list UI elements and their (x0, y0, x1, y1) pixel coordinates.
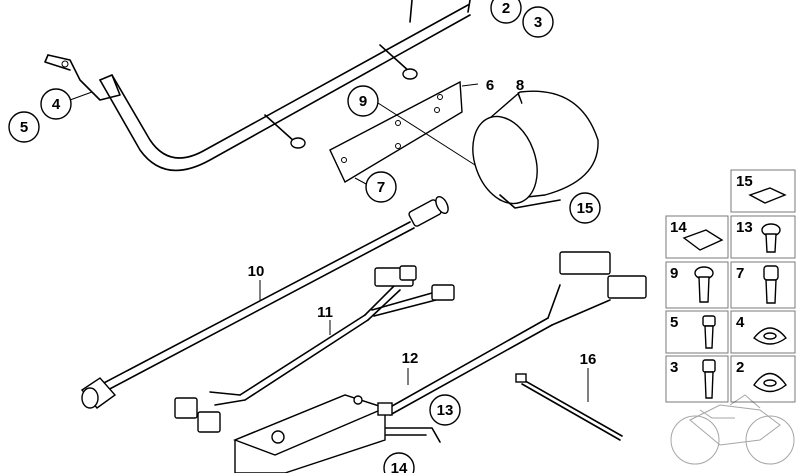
cable-harness-11 (174, 265, 455, 433)
svg-text:13: 13 (437, 402, 454, 419)
svg-text:13: 13 (736, 219, 753, 236)
callout-5: 5 (8, 111, 40, 143)
svg-text:11: 11 (317, 304, 333, 321)
long-cap-screw-head-icon (702, 359, 716, 373)
control-module-12 (233, 251, 647, 473)
svg-text:14: 14 (670, 219, 687, 236)
svg-text:7: 7 (736, 265, 744, 282)
long-cap-screw-shaft-icon (704, 371, 714, 399)
socket-bolt-shaft-icon (765, 279, 777, 304)
cap-screw-head-icon (702, 315, 716, 327)
callout-9: 9 (347, 85, 379, 117)
svg-text:5: 5 (20, 119, 28, 136)
callout-3: 3 (522, 6, 554, 38)
callout-6: 6 (486, 77, 494, 94)
clip-nut-icon (748, 187, 787, 204)
cap-screw-shaft-icon (704, 325, 714, 349)
svg-text:4: 4 (736, 314, 745, 331)
svg-text:8: 8 (516, 77, 524, 94)
spring-nut-icon (682, 229, 724, 251)
svg-text:7: 7 (377, 179, 385, 196)
lock-washer-hole-icon (763, 379, 777, 387)
legend-cell-13: 13 (730, 215, 796, 259)
legend-cell-9: 9 (665, 261, 729, 309)
leader-4 (69, 91, 93, 101)
svg-text:9: 9 (670, 265, 678, 282)
leader-8 (517, 93, 523, 105)
cable-10 (80, 196, 449, 409)
callout-2: 2 (490, 0, 522, 24)
callout-8: 8 (516, 77, 524, 94)
callout-13: 13 (429, 394, 461, 426)
legend-cell-15: 15 (730, 169, 796, 213)
svg-text:16: 16 (580, 351, 597, 368)
svg-text:10: 10 (248, 263, 265, 280)
callout-14: 14 (383, 452, 415, 473)
svg-text:12: 12 (402, 350, 419, 367)
leader-9 (377, 102, 476, 166)
svg-text:15: 15 (736, 173, 753, 190)
legend-cell-7: 7 (730, 261, 796, 309)
screw-shaft-icon (765, 233, 777, 253)
socket-bolt-head-icon (763, 265, 779, 281)
callout-11: 11 (317, 304, 333, 321)
svg-text:5: 5 (670, 314, 678, 331)
callout-4: 4 (40, 88, 72, 120)
legend-cell-4: 4 (730, 310, 796, 354)
callout-7: 7 (365, 171, 397, 203)
washer-hole-icon (763, 332, 777, 340)
cover-cup (472, 90, 599, 209)
svg-text:9: 9 (359, 93, 367, 110)
leader-6 (461, 83, 479, 87)
callout-15: 15 (569, 192, 601, 224)
hardware-legend: 15 14 13 9 7 (665, 169, 796, 403)
legend-cell-3: 3 (665, 355, 729, 403)
legend-cell-2: 2 (730, 355, 796, 403)
mounting-plate (329, 80, 463, 183)
bolt-shaft-icon (698, 276, 710, 303)
callout-10: 10 (248, 263, 265, 280)
svg-text:6: 6 (486, 77, 494, 94)
callout-16: 16 (580, 351, 597, 368)
svg-text:2: 2 (502, 0, 510, 17)
svg-text:3: 3 (534, 14, 542, 31)
cable-tie-16 (515, 368, 623, 441)
mounting-bracket (44, 0, 471, 172)
svg-text:15: 15 (577, 200, 594, 217)
svg-text:14: 14 (391, 460, 408, 473)
svg-text:4: 4 (52, 96, 61, 113)
callout-12: 12 (402, 350, 419, 367)
legend-cell-5: 5 (665, 310, 729, 354)
legend-cell-14: 14 (665, 215, 729, 259)
svg-text:3: 3 (670, 359, 678, 376)
svg-text:2: 2 (736, 359, 744, 376)
motorcycle-thumbnail (670, 394, 795, 465)
